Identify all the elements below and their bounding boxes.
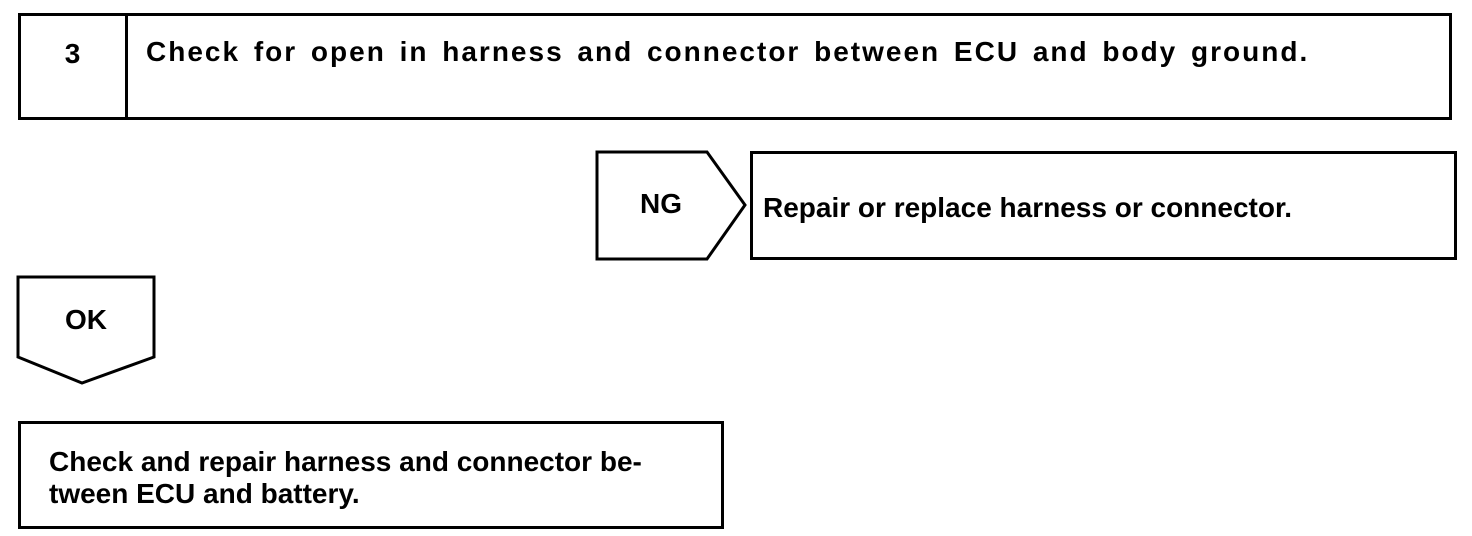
ng-result-text: Repair or replace harness or connector. bbox=[763, 192, 1293, 223]
step-title: Check for open in harness and connector … bbox=[146, 36, 1310, 67]
step-number: 3 bbox=[64, 38, 82, 69]
ok-result-line-1: Check and repair harness and connector b… bbox=[49, 446, 642, 477]
step-number-cell: 3 bbox=[21, 16, 128, 117]
ok-arrow-shape bbox=[16, 275, 156, 385]
ok-label: OK bbox=[65, 304, 107, 335]
ok-result-box: Check and repair harness and connector b… bbox=[18, 421, 724, 529]
step-header-box: 3 Check for open in harness and connecto… bbox=[18, 13, 1452, 120]
ok-result-text: Check and repair harness and connector b… bbox=[49, 446, 709, 510]
ng-label: NG bbox=[640, 188, 682, 219]
ok-result-line-2: tween ECU and battery. bbox=[49, 478, 360, 509]
ng-result-box: Repair or replace harness or connector. bbox=[750, 151, 1457, 260]
ng-arrow-shape bbox=[595, 150, 747, 261]
